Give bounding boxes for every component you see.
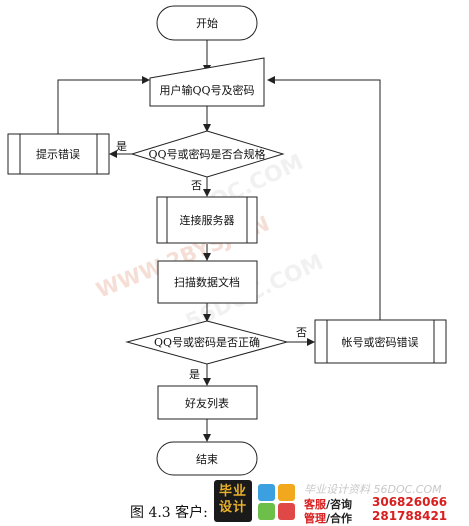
node-connect: 连接服务器 bbox=[156, 196, 258, 244]
banner-line2-sep: /咨询 bbox=[326, 498, 353, 511]
node-friends-label: 好友列表 bbox=[185, 396, 229, 410]
banner-line2: 客服/咨询 bbox=[304, 496, 352, 512]
banner-line1: 毕业设计资料 56DOC.COM bbox=[304, 483, 442, 496]
node-hint-error: 提示错误 bbox=[7, 133, 110, 175]
node-scan: 扫描数据文档 bbox=[157, 260, 258, 304]
banner-line3-sep: /合作 bbox=[326, 512, 353, 525]
banner-logo: 毕业设计 bbox=[214, 480, 252, 522]
node-end: 结束 bbox=[156, 441, 258, 476]
banner-line3: 管理/合作 bbox=[304, 510, 352, 526]
edge-error-back bbox=[267, 76, 381, 320]
node-account-error-label: 帐号或密码错误 bbox=[342, 335, 419, 349]
banner-line3-number: 281788421 bbox=[372, 509, 448, 523]
node-end-label: 结束 bbox=[196, 453, 218, 466]
label-correct-yes: 是 bbox=[189, 368, 200, 381]
edges bbox=[57, 40, 381, 442]
node-hint-error-label: 提示错误 bbox=[36, 147, 80, 161]
node-check-format: QQ号或密码是否合规格 bbox=[130, 130, 285, 178]
node-connect-label: 连接服务器 bbox=[180, 214, 235, 227]
banner-line2-label: 客服 bbox=[304, 498, 326, 511]
label-format-yes: 是 bbox=[116, 140, 127, 153]
label-format-no: 否 bbox=[191, 179, 202, 192]
node-start: 开始 bbox=[156, 5, 258, 41]
node-input: 用户输QQ号及密码 bbox=[149, 57, 265, 107]
node-check-format-label: QQ号或密码是否合规格 bbox=[148, 147, 265, 161]
banner-line3-label: 管理 bbox=[304, 512, 326, 525]
node-check-correct-label: QQ号或密码是否正确 bbox=[154, 335, 260, 349]
node-check-correct: QQ号或密码是否正确 bbox=[125, 320, 289, 365]
figure-caption: 图 4.3 客户: bbox=[130, 505, 208, 521]
node-account-error: 帐号或密码错误 bbox=[314, 319, 447, 364]
flowchart: 56DOC.COM WWW.2BYSJ.CN 56DOC.COM 是 否 否 是… bbox=[7, 5, 447, 476]
watermark-banner: 毕业设计 毕业设计资料 56DOC.COM 客服/咨询 306826066 管理… bbox=[212, 478, 469, 525]
node-input-label: 用户输QQ号及密码 bbox=[159, 83, 254, 97]
label-correct-no: 否 bbox=[296, 326, 307, 339]
node-friends: 好友列表 bbox=[157, 385, 258, 420]
banner-line2-number: 306826066 bbox=[372, 495, 448, 509]
node-start-label: 开始 bbox=[196, 16, 218, 30]
node-scan-label: 扫描数据文档 bbox=[174, 275, 240, 289]
edge-hint-back bbox=[57, 76, 150, 134]
puzzle-icon bbox=[258, 484, 295, 520]
banner-logo-text: 毕业设计 bbox=[218, 484, 247, 515]
